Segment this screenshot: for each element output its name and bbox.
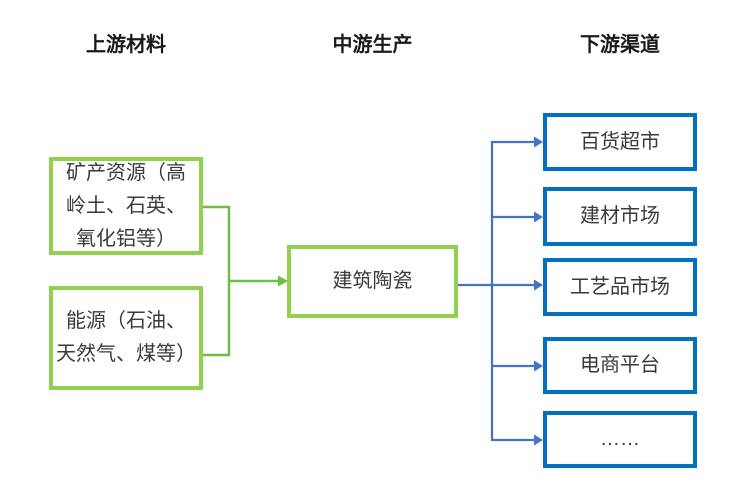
blue-arrow-head-icon — [534, 211, 543, 223]
node-label-line: 氧化铝等） — [76, 227, 176, 250]
node-ellipsis: …… — [543, 411, 697, 468]
blue-arrow-head-icon — [534, 360, 543, 372]
node-label-line: 矿产资源（高 — [66, 161, 186, 184]
green-arrow-head-icon — [278, 275, 288, 287]
blue-arrow-head-icon — [534, 434, 543, 446]
blue-arrow-head-icon — [534, 279, 543, 291]
node-label: 百货超市 — [580, 130, 660, 153]
column-header-midstream: 中游生产 — [332, 34, 413, 56]
node-label-line: 能源（石油、 — [66, 310, 186, 332]
node-label: …… — [600, 428, 640, 450]
column-header-upstream: 上游材料 — [86, 34, 166, 56]
node-label: 电商平台 — [580, 354, 660, 376]
blue-arrow-head-icon — [534, 136, 543, 148]
node-building-materials-market: 建材市场 — [543, 187, 697, 246]
node-label-line: 天然气、煤等） — [56, 343, 196, 365]
column-header-downstream: 下游渠道 — [580, 34, 660, 56]
node-label: 建筑陶瓷 — [332, 270, 413, 292]
node-mineral-resources: 矿产资源（高 岭土、石英、 氧化铝等） — [49, 157, 203, 255]
node-energy: 能源（石油、 天然气、煤等） — [49, 286, 203, 390]
node-label-line: 岭土、石英、 — [66, 194, 186, 217]
node-ecommerce-platform: 电商平台 — [543, 337, 697, 394]
node-building-ceramics: 建筑陶瓷 — [287, 245, 458, 318]
node-label: 工艺品市场 — [570, 275, 670, 298]
node-department-stores: 百货超市 — [543, 113, 697, 171]
node-label: 建材市场 — [580, 205, 660, 227]
node-crafts-market: 工艺品市场 — [543, 258, 697, 316]
